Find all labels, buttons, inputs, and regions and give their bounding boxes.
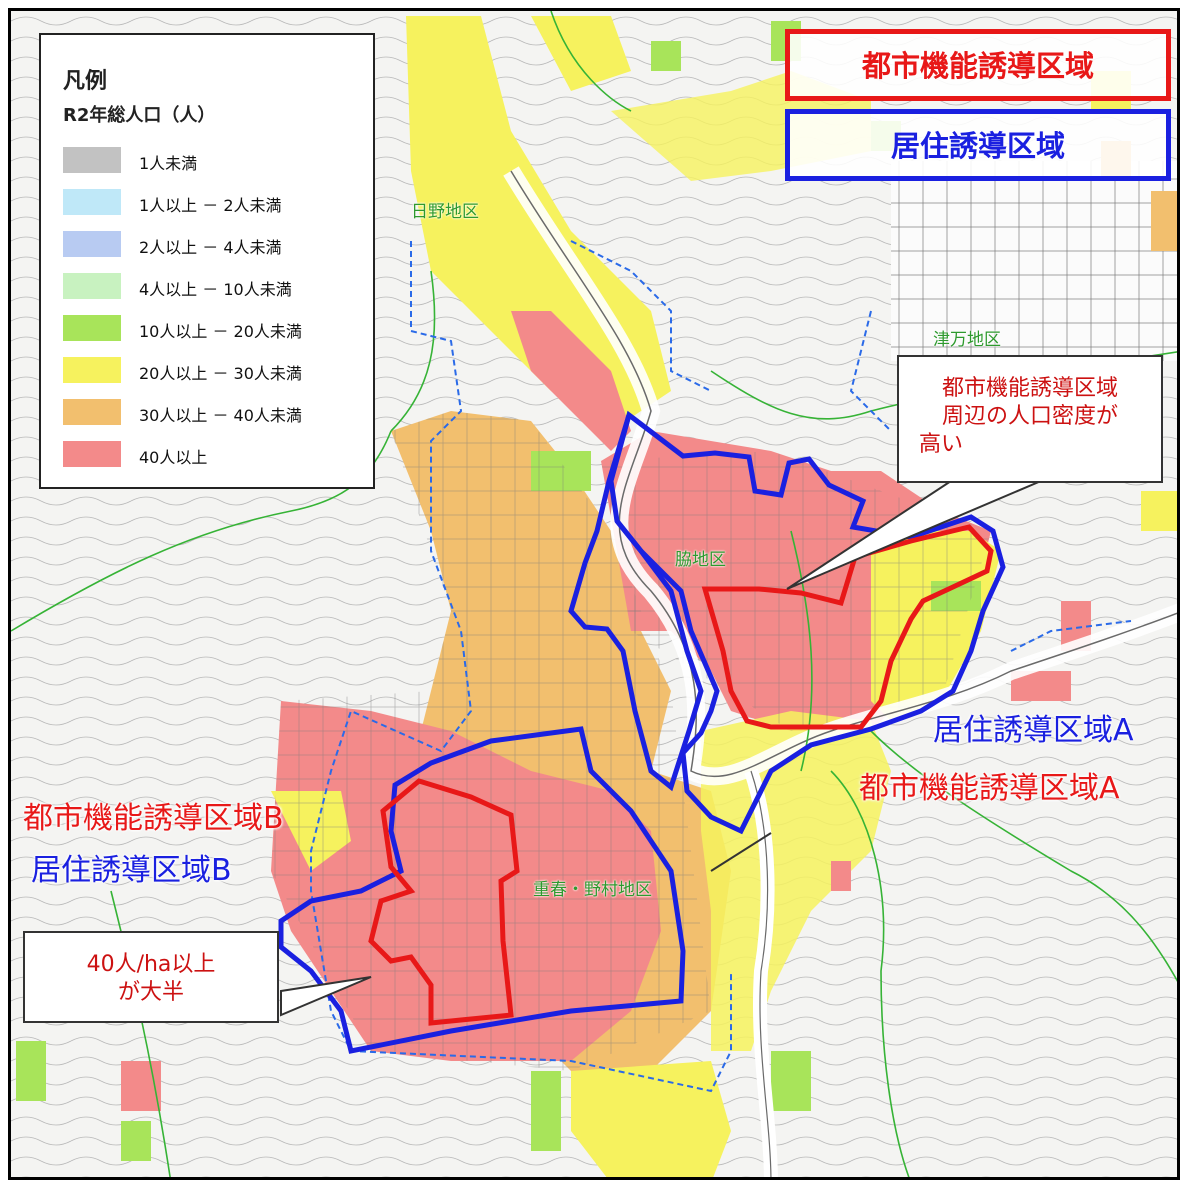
legend-swatch	[63, 315, 121, 341]
district-label-hino: 日野地区	[411, 202, 479, 222]
residential-area-key: 居住誘導区域	[785, 109, 1171, 181]
urban-area-b	[368, 778, 520, 1026]
district-label-shigeharu-nomura: 重春・野村地区	[533, 880, 652, 900]
callout-density-note: 都市機能誘導区域 周辺の人口密度が 高い	[897, 355, 1163, 483]
legend-label: 1人未満	[139, 154, 198, 173]
legend-swatch	[63, 147, 121, 173]
legend-label: 10人以上 － 20人未満	[139, 322, 302, 341]
legend-label: 4人以上 － 10人未満	[139, 280, 292, 299]
residential-area-a-west	[568, 414, 704, 792]
legend-label: 1人以上 － 2人未満	[139, 196, 282, 215]
label-residential-b: 居住誘導区域B	[31, 853, 232, 888]
legend-title: 凡例	[63, 69, 108, 94]
legend-item: 40人以上	[63, 441, 363, 469]
legend-subtitle: R2年総人口（人）	[63, 105, 216, 126]
boundary-dashed	[310, 240, 1132, 1093]
legend-swatch	[63, 231, 121, 257]
legend-swatch	[63, 189, 121, 215]
callout-line: 高い	[919, 432, 964, 457]
map-frame: 凡例 R2年総人口（人） 1人未満 1人以上 － 2人未満 2人以上 － 4人未…	[8, 8, 1180, 1180]
label-residential-a: 居住誘導区域A	[933, 713, 1134, 748]
legend-item: 2人以上 － 4人未満	[63, 231, 363, 259]
legend-label: 40人以上	[139, 448, 208, 467]
legend-swatch	[63, 399, 121, 425]
legend-swatch	[63, 273, 121, 299]
residential-area-b	[278, 726, 686, 1054]
callout-majority-note: 40人/ha以上 が大半	[23, 931, 279, 1023]
callout-line: 周辺の人口密度が	[941, 404, 1118, 429]
legend-label: 30人以上 － 40人未満	[139, 406, 302, 425]
legend: 凡例 R2年総人口（人） 1人未満 1人以上 － 2人未満 2人以上 － 4人未…	[39, 33, 375, 489]
urban-area-a	[701, 524, 994, 730]
label-urban-b: 都市機能誘導区域B	[23, 801, 284, 836]
callout-line: が大半	[117, 980, 184, 1005]
legend-item: 1人以上 － 2人未満	[63, 189, 363, 217]
callout-pointer-bottom	[280, 976, 372, 1017]
legend-item: 1人未満	[63, 147, 363, 175]
legend-item: 20人以上 － 30人未満	[63, 357, 363, 385]
legend-label: 20人以上 － 30人未満	[139, 364, 302, 383]
label-urban-a: 都市機能誘導区域A	[859, 771, 1120, 806]
population-density-map	[11, 11, 1177, 1177]
legend-label: 2人以上 － 4人未満	[139, 238, 282, 257]
legend-item: 30人以上 － 40人未満	[63, 399, 363, 427]
leader-line	[710, 832, 772, 872]
legend-item: 10人以上 － 20人未満	[63, 315, 363, 343]
legend-swatch	[63, 441, 121, 467]
urban-area-key: 都市機能誘導区域	[785, 29, 1171, 101]
legend-item: 4人以上 － 10人未満	[63, 273, 363, 301]
callout-line: 都市機能誘導区域	[941, 376, 1118, 401]
district-label-waki: 脇地区	[675, 550, 726, 570]
residential-area-a	[608, 410, 1006, 835]
legend-swatch	[63, 357, 121, 383]
district-label-tsuma: 津万地区	[933, 330, 1001, 350]
callout-line: 40人/ha以上	[86, 952, 216, 977]
